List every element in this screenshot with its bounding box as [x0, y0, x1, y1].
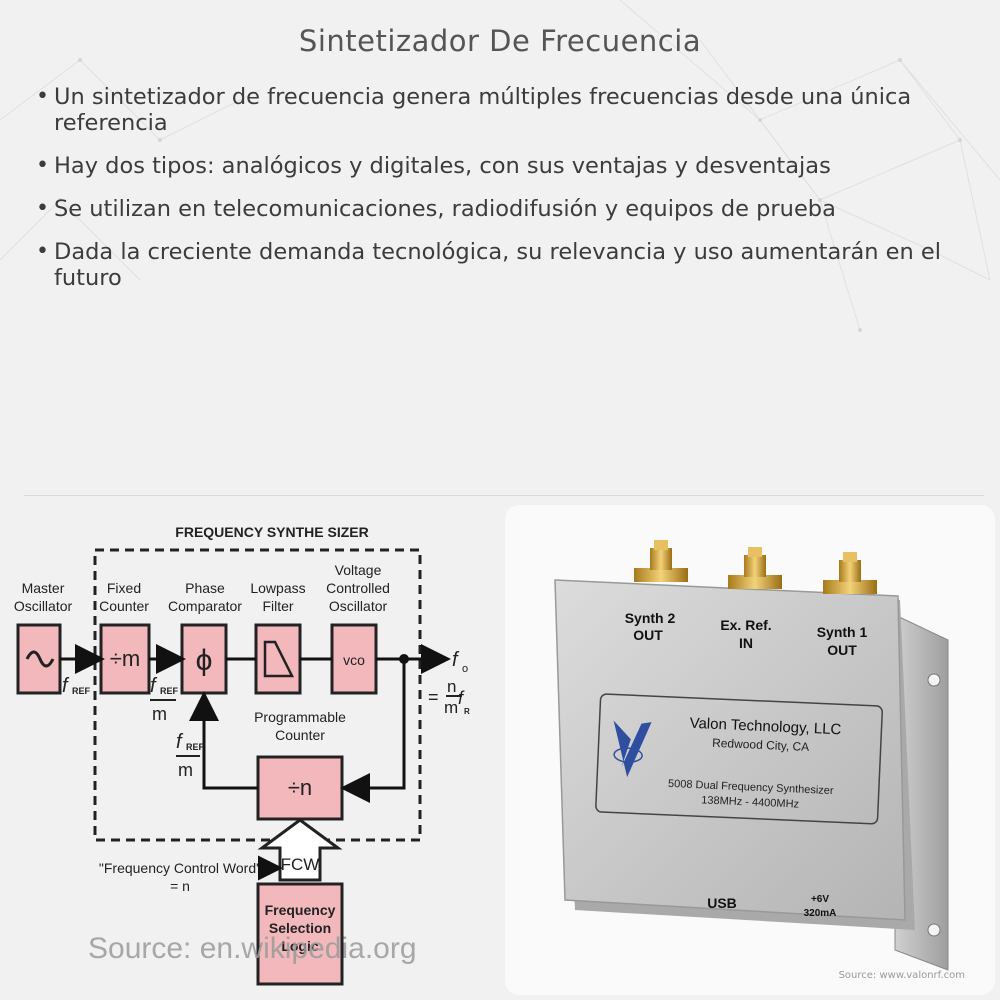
synthesizer-boundary — [93, 548, 422, 842]
fcw-equals-n: = n — [170, 878, 190, 894]
bullet-dot: • — [36, 84, 49, 109]
bullet-text: Hay dos tipos: analógicos y digitales, c… — [54, 153, 831, 179]
sma-connector — [634, 540, 688, 582]
section-divider — [24, 495, 984, 496]
lowpass-filter-label-1: Lowpass — [250, 580, 305, 596]
sine-wave-icon — [25, 650, 55, 668]
company-city: Redwood City, CA — [712, 736, 810, 754]
exref-label-1: Ex. Ref. — [720, 617, 771, 633]
mounting-hole — [927, 673, 941, 687]
mounting-hole — [927, 923, 941, 937]
ref-sub-1: REF — [72, 686, 91, 696]
prog-counter-label-1: Programmable — [254, 709, 346, 725]
sma-connector — [823, 552, 877, 594]
bullet-item: •Dada la creciente demanda tecnológica, … — [34, 239, 954, 291]
ref-sub-out: REF — [464, 707, 470, 716]
f-ref-2: f — [150, 675, 158, 697]
bullet-dot: • — [36, 153, 49, 178]
lowpass-filter-label-2: Filter — [262, 598, 293, 614]
fsl-label-1: Frequency — [265, 902, 336, 918]
bullet-text: Se utilizan en telecomunicaciones, radio… — [54, 196, 836, 222]
bullet-item: •Se utilizan en telecomunicaciones, radi… — [34, 196, 954, 222]
fixed-counter-block — [99, 623, 151, 695]
lowpass-filter-block — [254, 623, 302, 695]
prog-counter-label-2: Counter — [275, 727, 325, 743]
fixed-counter-label-1: Fixed — [107, 580, 141, 596]
bullet-text: Dada la creciente demanda tecnológica, s… — [54, 239, 942, 291]
phi-symbol: ϕ — [196, 644, 213, 677]
bullet-list: •Un sintetizador de frecuencia genera mú… — [34, 84, 954, 308]
power-current: 320mA — [804, 908, 837, 919]
product-photo-panel: Synth 2 OUT Ex. Ref. IN Synth 1 OUT Valo… — [505, 505, 995, 995]
vco-text: vco — [343, 652, 365, 668]
exref-label-2: IN — [739, 635, 753, 651]
filter-response-icon — [263, 640, 295, 678]
m-denominator-3: m — [444, 698, 458, 717]
div-n-text: ÷n — [288, 775, 312, 800]
equals-sign: = — [428, 687, 439, 707]
photo-source: Source: www.valonrf.com — [838, 970, 965, 981]
page-title: Sintetizador De Frecuencia — [298, 24, 702, 58]
bullet-item: •Hay dos tipos: analógicos y digitales, … — [34, 153, 954, 179]
master-osc-label-2: Oscillator — [14, 598, 73, 614]
m-denominator-1: m — [152, 704, 167, 724]
f-out: f — [452, 649, 460, 671]
synth1-label-1: Synth 1 — [817, 624, 868, 640]
div-m-text: ÷m — [110, 646, 140, 671]
fcw-label: "Frequency Control Word" — [99, 860, 261, 876]
usb-label: USB — [707, 895, 737, 911]
phase-comparator-label-2: Comparator — [168, 598, 242, 614]
sma-connector — [728, 547, 782, 589]
frequency-range: 138MHz - 4400MHz — [701, 794, 799, 810]
bullet-dot: • — [36, 196, 49, 221]
synthesizer-block-diagram: FREQUENCY SYNTHE SIZER Master Oscillator… — [0, 510, 480, 1000]
master-osc-label-1: Master — [22, 580, 65, 596]
ref-sub-3: REF — [186, 742, 205, 752]
vco-label-1: Voltage — [335, 562, 382, 578]
fcw-text: FCW — [281, 855, 320, 874]
bullet-item: •Un sintetizador de frecuencia genera mú… — [34, 84, 954, 136]
label-plate — [595, 693, 883, 825]
power-voltage: +6V — [811, 894, 829, 905]
synth1-label-2: OUT — [827, 642, 857, 658]
diagram-heading: FREQUENCY SYNTHE SIZER — [175, 524, 368, 540]
ref-sub-2: REF — [160, 686, 179, 696]
diagram-source: Source: en.wikipedia.org — [88, 932, 417, 965]
f-ref-1: f — [62, 675, 70, 697]
o-sub: o — [462, 663, 468, 675]
m-denominator-2: m — [178, 760, 193, 780]
valon-synthesizer-illustration: Synth 2 OUT Ex. Ref. IN Synth 1 OUT Valo… — [554, 540, 949, 971]
enclosure-face — [554, 579, 906, 921]
f-ref-3: f — [176, 731, 184, 753]
n-numerator: n — [447, 677, 456, 696]
vco-label-2: Controlled — [326, 580, 390, 596]
vco-label-3: Oscillator — [329, 598, 388, 614]
synth2-label-1: Synth 2 — [625, 610, 676, 626]
fixed-counter-label-2: Counter — [99, 598, 149, 614]
bullet-dot: • — [36, 239, 49, 264]
company-name: Valon Technology, LLC — [689, 715, 842, 739]
fsl-label-3: Logic — [281, 938, 319, 954]
bullet-text: Un sintetizador de frecuencia genera múl… — [54, 84, 912, 136]
fsl-label-2: Selection — [269, 920, 331, 936]
phase-comparator-label-1: Phase — [185, 580, 225, 596]
frequency-selection-logic-block — [256, 882, 344, 986]
f-ref-out: f — [458, 688, 465, 708]
synth2-label-2: OUT — [633, 627, 663, 643]
